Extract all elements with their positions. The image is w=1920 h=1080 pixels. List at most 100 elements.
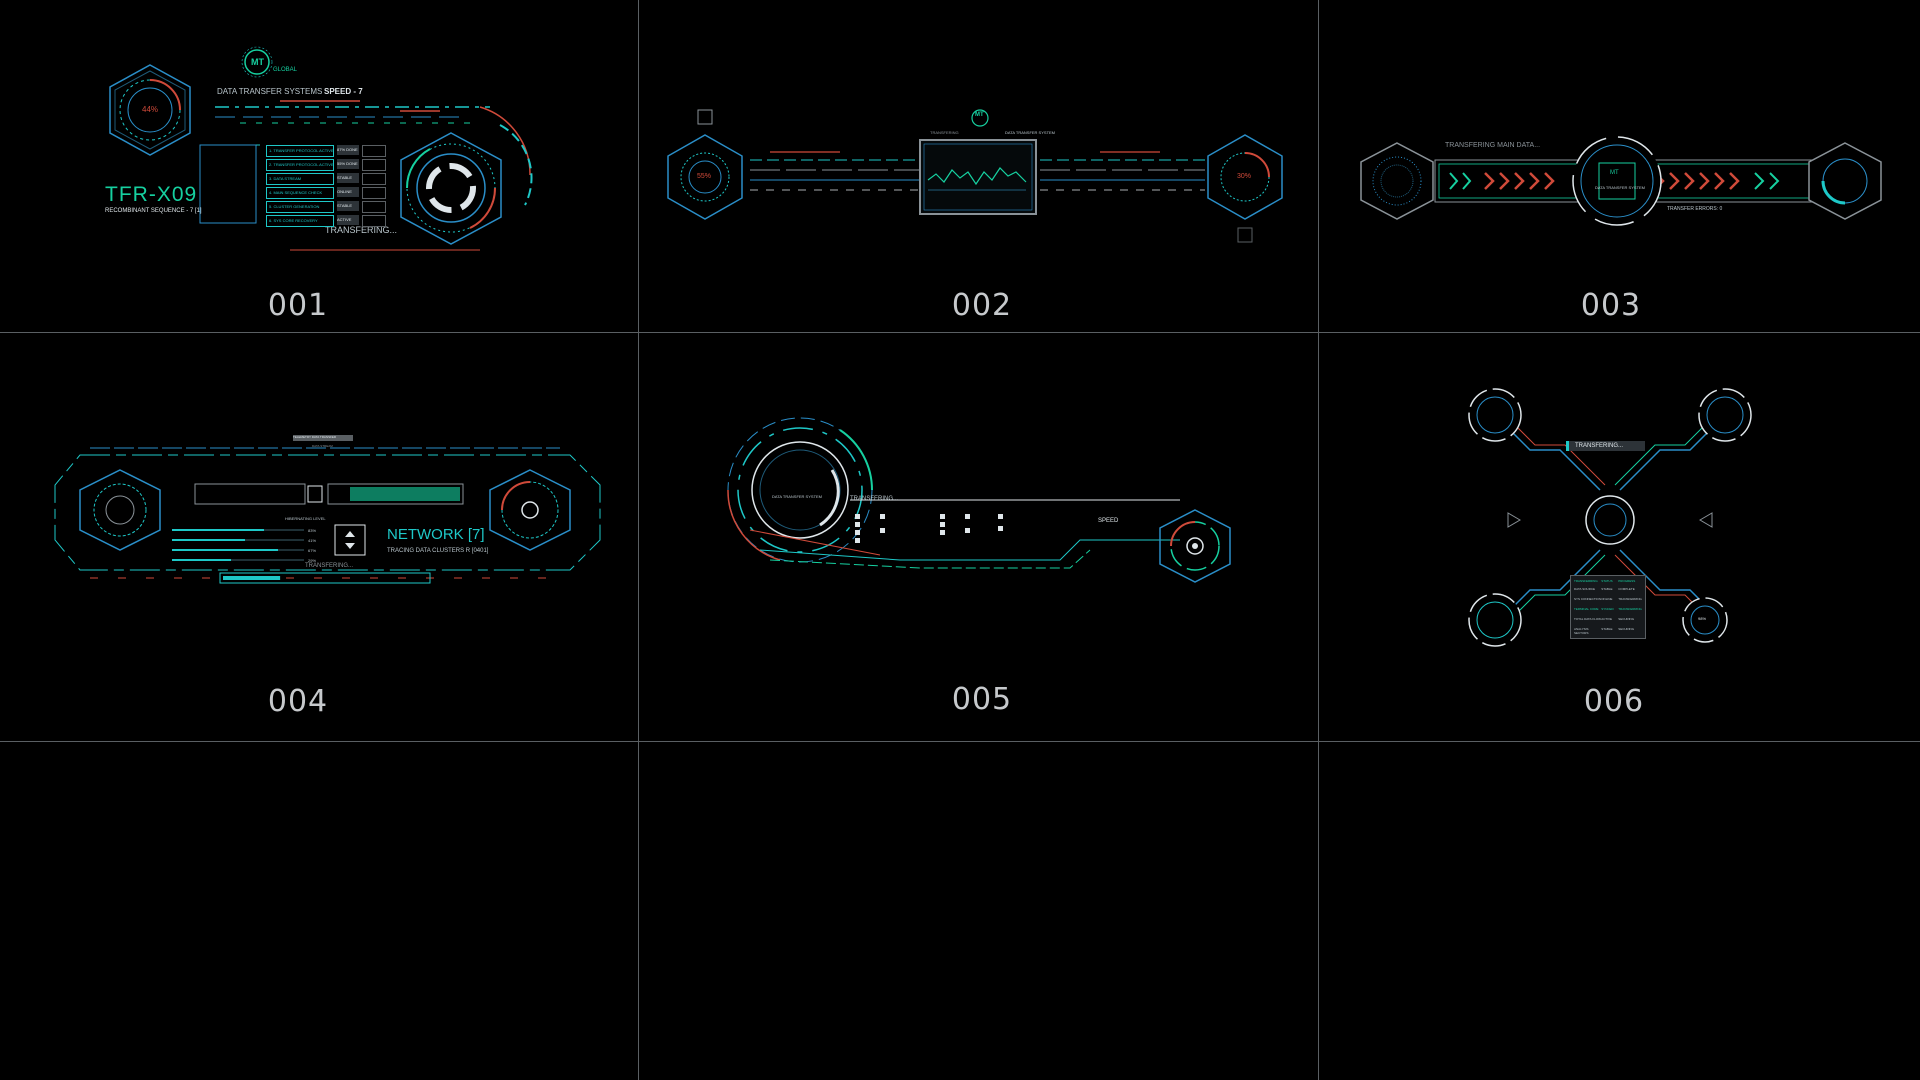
gauge-value: 44% [142,105,159,114]
panel-003[interactable]: TRANSFERING MAIN DATA... MT DATA TRANSFE… [1355,118,1885,238]
transfer-gear-icon [400,132,502,245]
table-cell: SECURING [1618,617,1635,621]
cell-label-002: 002 [951,288,1013,323]
checkbox-grid [855,514,1003,543]
protocol-name: 3. DATA STREAM [266,173,334,185]
table-cell: TERMINAL CORE [1574,607,1599,611]
stream-lines [750,151,1205,191]
level-row: 67% [172,546,322,554]
panel-002[interactable]: MT DATA TRANSFER SYSTEM TRANSFERING 55% … [660,100,1283,260]
logo-text: MT [975,112,984,118]
grid-divider-v1 [638,0,639,1080]
node-value: 98% [1698,616,1707,621]
table-cell: SECURING [1618,627,1635,631]
protocol-list[interactable]: 1. TRANSFER PROTOCOL ACTIVE 87% DONE 2. … [266,145,390,229]
sequence-label: RECOMBINANT SEQUENCE - 7 [1] [105,208,202,214]
levels-label: HIBERNATING LEVEL [285,516,326,521]
right-hexagon-icon [1207,134,1283,243]
hub-node-icon [1585,495,1635,545]
transfer-status: TRANSFERING... [850,496,899,502]
table-cell: ANALYSIS SECTORS [1574,627,1589,635]
grid-divider-v2 [1318,0,1319,1080]
transfer-status: TRANSFERING... [1566,441,1645,451]
table-cell: STABLE [1601,627,1613,631]
protocol-name: 1. TRANSFER PROTOCOL ACTIVE [266,145,334,157]
left-gauge-icon [79,469,161,551]
top-sub: DATA STREAM [312,444,333,448]
system-title: DATA TRANSFER SYSTEM [1005,130,1056,135]
panel-001[interactable]: GLOBAL MT DATA TRANSFER SYSTEMS SPEED - … [100,45,540,255]
grid-divider-h2 [0,741,1920,742]
table-cell: TOTAL DATA FLOW [1574,617,1602,621]
protocol-value: STABLE [337,201,359,211]
outer-frame [54,447,601,579]
header-cell: TRANSFERRING [1574,579,1598,583]
speed-readout: SPEED - 7 [324,87,363,96]
panel-004[interactable]: TELEMETRY DATA TRANSFER DATA STREAM HIBE… [50,430,605,595]
flow-lines [749,499,1180,569]
panel-005[interactable]: DATA TRANSFER SYSTEM TRANSFERING... SPEE… [720,410,1240,590]
cell-label-004: 004 [267,684,329,719]
corner-node-icon [1468,388,1752,647]
right-gauge-icon [489,469,571,551]
table-cell: SYNCED [1601,607,1614,611]
center-logo: MT [1610,170,1619,176]
terminal-box [199,144,260,224]
protocol-row[interactable]: 3. DATA STREAM STABLE [266,173,390,185]
left-value: 55% [697,173,712,180]
protocol-slot [362,215,386,227]
protocol-row[interactable]: 5. CLUSTER GENERATION STABLE [266,201,390,213]
protocol-name: 6. SYS CORE RECOVERY [266,215,334,227]
left-hexagon-icon [1360,142,1434,220]
digit-display [194,483,464,505]
table-cell: COMPLETE [1618,587,1635,591]
table-cell: TRANSFERRING [1618,607,1642,611]
panel-006[interactable]: TRANSFERING... 98% TRANSFERRING STATUS P… [1460,385,1760,655]
hexagon-gauge-icon [109,64,191,156]
center-monitor [919,109,1037,215]
protocol-slot [362,201,386,213]
center-node-icon [1572,136,1662,226]
protocol-slot [362,159,386,171]
table-header: TRANSFERRING STATUS PROGRESS [1574,579,1642,583]
level-value: 29% [308,557,317,563]
transfer-status: TRANSFERING... [325,225,398,235]
table-cell: TRANSFERRING [1618,597,1642,601]
top-label: TRANSFERING MAIN DATA... [1445,142,1541,149]
table-cell: SYS CONNECTION [1574,597,1602,601]
protocol-row[interactable]: 4. MAIN SEQUENCE CHECK ONLINE [266,187,390,199]
table-row: DATA SOURCE STABLE COMPLETE [1574,587,1642,591]
cell-label-001: 001 [267,288,329,323]
level-row: 83% [172,526,322,534]
radar-ring-icon [727,417,874,563]
arrow-selector-icon [334,524,366,556]
protocol-row[interactable]: 2. TRANSFER PROTOCOL ACTIVE 55% DONE [266,159,390,171]
transfer-errors: TRANSFER ERRORS: 0 [1667,206,1723,212]
top-tag: TELEMETRY DATA TRANSFER [293,435,353,441]
logo-sub: GLOBAL [273,67,298,73]
level-value: 67% [308,547,317,553]
cell-label-006: 006 [1583,684,1645,719]
protocol-slot [362,187,386,199]
panel-001-graphics [109,46,533,251]
panel-004-graphics [54,447,601,584]
network-subtitle: TRACING DATA CLUSTERS R [0401] [387,548,489,554]
direction-arrow-icon [1507,512,1713,528]
panel-003-graphics [1360,136,1882,226]
logo-text: MT [251,57,264,67]
table-row: TERMINAL CORE SYNCED TRANSFERRING [1574,607,1642,611]
device-code: TFR-X09 [105,183,198,206]
cell-label-003: 003 [1580,288,1642,323]
protocol-row[interactable]: 6. SYS CORE RECOVERY ACTIVE [266,215,390,227]
panel-006-graphics [1468,388,1752,647]
header-cell: STATUS [1601,579,1613,583]
network-title: NETWORK [7] [387,526,485,543]
protocol-row[interactable]: 1. TRANSFER PROTOCOL ACTIVE 87% DONE [266,145,390,157]
protocol-slot [362,173,386,185]
level-value: 41% [308,537,317,543]
table-row: SYS CONNECTION ONLINE TRANSFERRING [1574,597,1642,601]
speed-label: SPEED [1098,518,1119,524]
protocol-value: 55% DONE [337,159,359,169]
right-value: 30% [1237,173,1252,180]
